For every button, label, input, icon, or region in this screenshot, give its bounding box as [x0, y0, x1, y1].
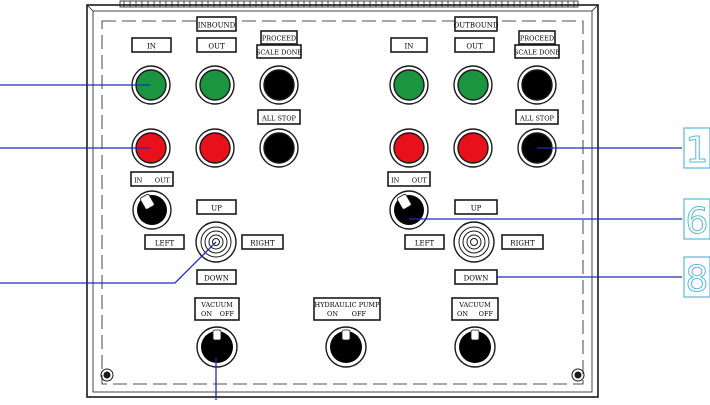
scale-done-button-right[interactable]: [517, 65, 557, 105]
svg-text:LEFT: LEFT: [415, 240, 435, 248]
red-light-in-right[interactable]: [389, 128, 429, 168]
label-out-right: OUT: [454, 37, 495, 53]
joystick-left[interactable]: [195, 221, 237, 263]
svg-text:VACUUM: VACUUM: [200, 301, 233, 309]
label-inbound: INBOUND: [196, 16, 237, 32]
svg-text:OFF: OFF: [220, 310, 235, 318]
green-light-out-left[interactable]: [195, 65, 235, 105]
label-in-right: IN: [390, 37, 428, 53]
svg-text:UP: UP: [471, 205, 482, 213]
callout-1: 1: [683, 127, 710, 172]
svg-text:SCALE DONE: SCALE DONE: [256, 49, 302, 57]
svg-text:ALL STOP: ALL STOP: [519, 115, 555, 123]
label-vacuum-right: VACUUM ON OFF: [451, 297, 499, 321]
joystick-right[interactable]: [453, 221, 495, 263]
red-light-out-left[interactable]: [195, 128, 235, 168]
green-light-out-right[interactable]: [453, 65, 493, 105]
leader-line-joystick: [0, 241, 217, 284]
label-up-left: UP: [196, 199, 237, 215]
label-all-stop-right: ALL STOP: [515, 109, 559, 125]
label-scale-done-left: SCALE DONE: [256, 44, 302, 59]
selector-switch-vacuum-right[interactable]: [454, 326, 496, 368]
svg-text:DOWN: DOWN: [464, 275, 489, 283]
svg-text:HYDRAULIC PUMP: HYDRAULIC PUMP: [315, 301, 381, 309]
svg-text:OUT: OUT: [466, 43, 483, 51]
label-all-stop-left: ALL STOP: [257, 109, 301, 125]
svg-text:IN OUT: IN OUT: [134, 177, 170, 185]
svg-text:8: 8: [686, 259, 709, 300]
red-light-out-right[interactable]: [453, 128, 493, 168]
label-left-right: LEFT: [404, 234, 445, 250]
svg-text:RIGHT: RIGHT: [250, 240, 275, 248]
label-down-left: DOWN: [196, 269, 237, 285]
selector-switch-hydraulic-pump[interactable]: [325, 326, 367, 368]
hinge: [119, 0, 579, 8]
svg-text:ON: ON: [457, 310, 468, 318]
label-proceed-left: PROCEED: [260, 30, 298, 45]
label-in-out-left: IN OUT: [130, 171, 174, 187]
label-vacuum-left: VACUUM ON OFF: [194, 297, 240, 321]
label-in-out-right: IN OUT: [387, 171, 431, 187]
svg-text:OUTBOUND: OUTBOUND: [454, 22, 499, 30]
label-outbound: OUTBOUND: [454, 16, 499, 32]
svg-text:ON: ON: [201, 310, 212, 318]
label-in-left: IN: [131, 37, 172, 53]
svg-text:PROCEED: PROCEED: [262, 35, 296, 43]
label-up-right: UP: [454, 199, 498, 215]
svg-text:OFF: OFF: [352, 310, 367, 318]
svg-text:OUT: OUT: [208, 43, 225, 51]
label-scale-done-right: SCALE DONE: [514, 44, 560, 59]
red-light-in-left[interactable]: [131, 128, 171, 168]
svg-text:PROCEED: PROCEED: [520, 35, 554, 43]
selector-switch-in-out-right[interactable]: [389, 190, 429, 230]
callout-6: 6: [683, 198, 710, 243]
mounting-screw-left: [100, 368, 114, 382]
label-left-left: LEFT: [144, 234, 185, 250]
svg-text:UP: UP: [211, 205, 222, 213]
svg-text:INBOUND: INBOUND: [198, 22, 236, 30]
svg-text:IN: IN: [405, 43, 414, 51]
svg-text:SCALE DONE: SCALE DONE: [514, 49, 560, 57]
green-light-in-right[interactable]: [389, 65, 429, 105]
svg-text:IN OUT: IN OUT: [391, 177, 427, 185]
enclosure: [86, 4, 599, 398]
label-right-right: RIGHT: [501, 234, 544, 250]
svg-text:IN: IN: [147, 43, 156, 51]
svg-text:ON: ON: [327, 310, 338, 318]
svg-text:VACUUM: VACUUM: [458, 301, 491, 309]
all-stop-button-left[interactable]: [259, 128, 299, 168]
svg-text:6: 6: [686, 201, 709, 242]
callout-8: 8: [683, 256, 710, 301]
label-out-left: OUT: [196, 37, 237, 53]
label-down-right: DOWN: [454, 269, 498, 285]
mounting-screw-right: [571, 368, 585, 382]
svg-text:DOWN: DOWN: [204, 275, 229, 283]
svg-text:1: 1: [686, 130, 709, 171]
label-proceed-right: PROCEED: [518, 30, 556, 45]
scale-done-button-left[interactable]: [259, 65, 299, 105]
svg-text:RIGHT: RIGHT: [510, 240, 535, 248]
label-right-left: RIGHT: [241, 234, 284, 250]
svg-text:LEFT: LEFT: [155, 240, 175, 248]
svg-text:ALL STOP: ALL STOP: [261, 115, 297, 123]
label-hydraulic-pump: HYDRAULIC PUMP ON OFF: [313, 297, 381, 321]
selector-switch-vacuum-left[interactable]: [196, 326, 238, 368]
selector-switch-in-out-left[interactable]: [132, 190, 172, 230]
svg-text:OFF: OFF: [479, 310, 494, 318]
